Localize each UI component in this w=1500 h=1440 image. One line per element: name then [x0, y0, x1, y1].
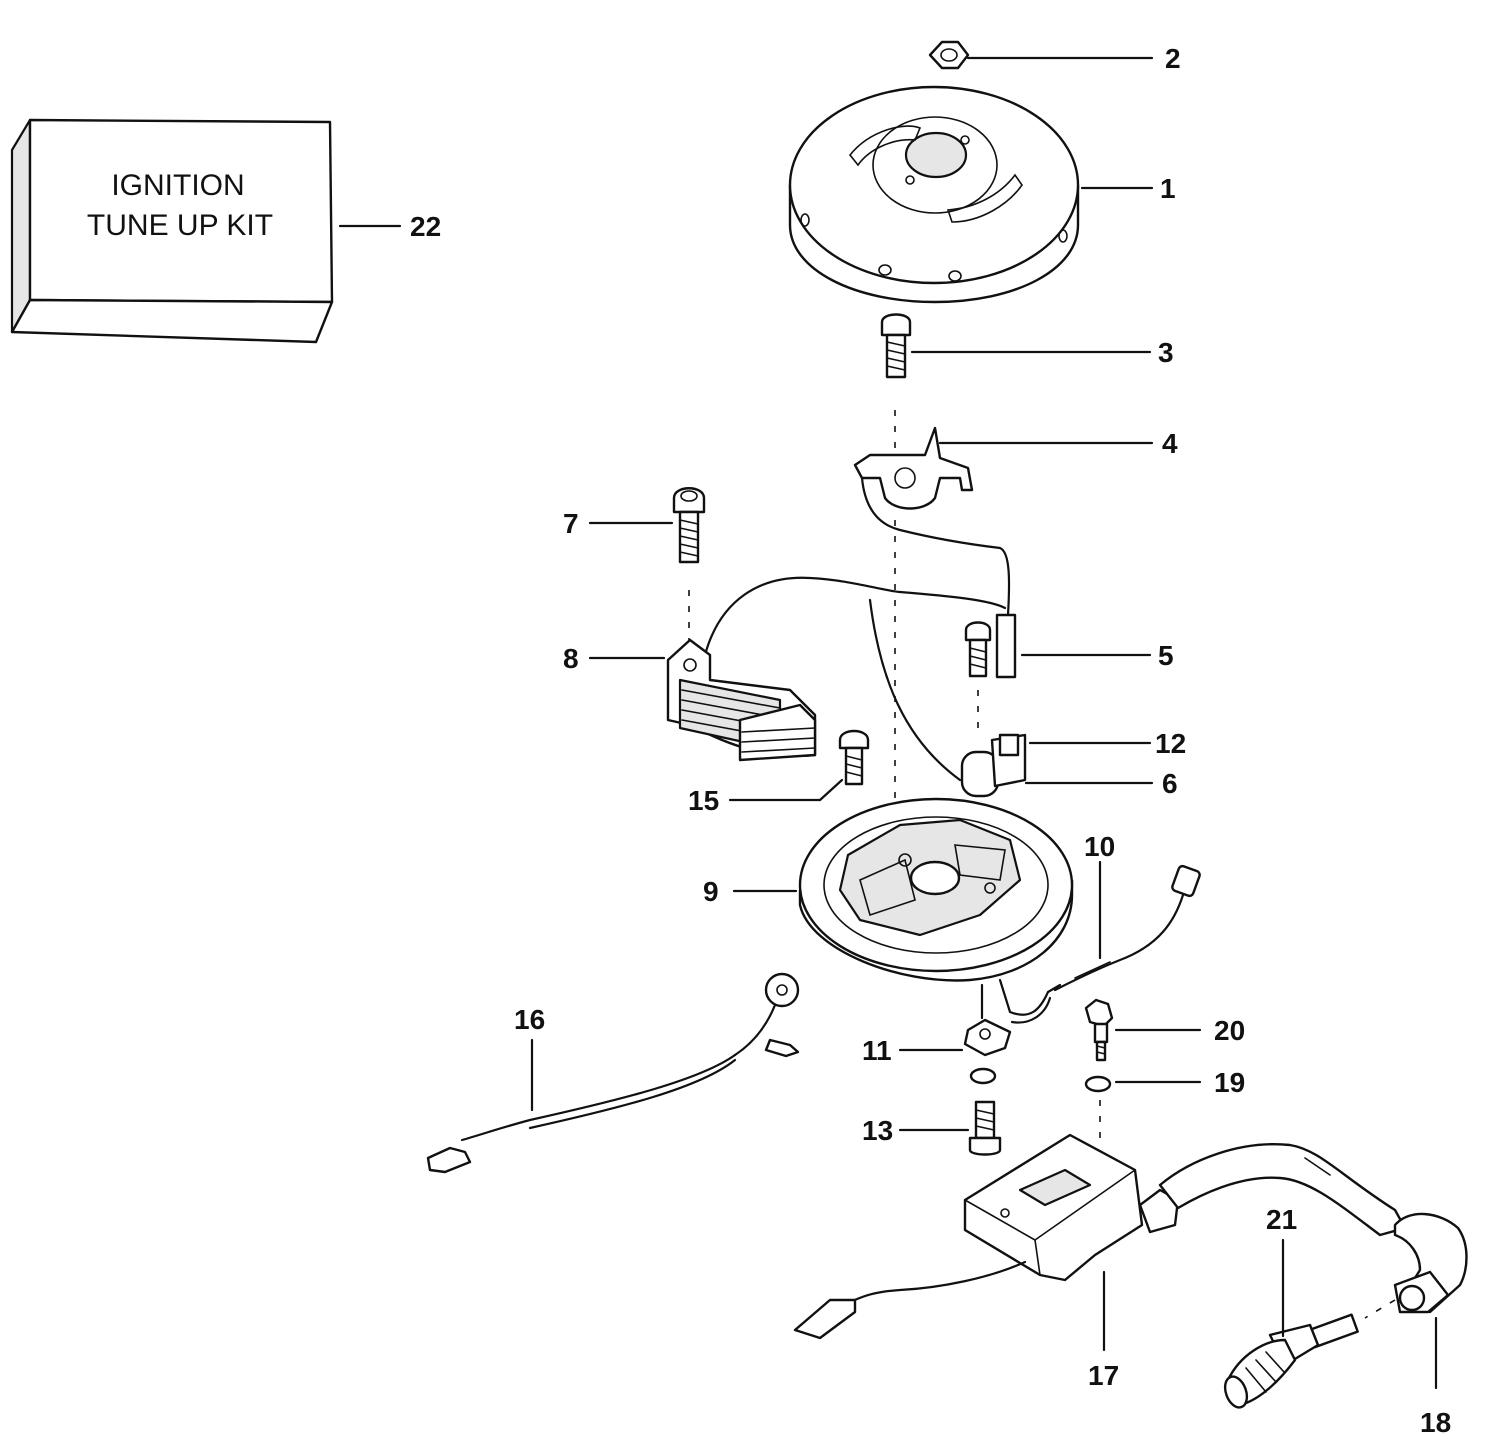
callout-17: 17 [1088, 1360, 1119, 1391]
callout-19: 19 [1214, 1067, 1245, 1098]
spark-plug [1223, 1313, 1359, 1409]
callout-15: 15 [688, 785, 719, 816]
callout-2: 2 [1165, 43, 1181, 74]
callout-13: 13 [862, 1115, 893, 1146]
condenser [868, 598, 1027, 798]
lead-wire [998, 864, 1201, 1024]
kit-label-line1: IGNITION [111, 169, 244, 202]
leader-lines [338, 56, 1438, 1390]
callout-9: 9 [703, 876, 719, 907]
callout-3: 3 [1158, 337, 1174, 368]
callout-5: 5 [1158, 640, 1174, 671]
callout-8: 8 [563, 643, 579, 674]
callout-7: 7 [563, 508, 579, 539]
callout-labels: 1 2 3 4 5 6 7 8 9 10 11 12 13 15 16 17 1… [410, 43, 1451, 1438]
breaker-plate-screw [838, 729, 870, 786]
washer-13 [969, 1067, 997, 1085]
coil-bolt [1084, 998, 1114, 1062]
ignition-tune-up-kit-box: IGNITION TUNE UP KIT [10, 118, 334, 344]
ground-wire [426, 972, 800, 1174]
callout-12: 12 [1155, 728, 1186, 759]
callout-22: 22 [410, 211, 441, 242]
callout-4: 4 [1162, 428, 1178, 459]
wire-clamp [963, 983, 1012, 1057]
breaker-points [853, 426, 1011, 617]
spark-plug-boot [1393, 1212, 1468, 1314]
ignition-coil-armature [666, 576, 1007, 762]
callout-21: 21 [1266, 1204, 1297, 1235]
callout-11: 11 [862, 1035, 892, 1066]
condenser-lead [964, 613, 1017, 679]
clamp-screw [968, 1100, 1002, 1156]
ignition-coil [793, 1133, 1407, 1340]
callout-18: 18 [1420, 1407, 1451, 1438]
kit-label-line2: TUNE UP KIT [87, 209, 273, 242]
callout-20: 20 [1214, 1015, 1245, 1046]
callout-10: 10 [1084, 831, 1115, 862]
nut [928, 40, 970, 70]
callout-1: 1 [1160, 173, 1176, 204]
callout-16: 16 [514, 1004, 545, 1035]
stator-plate [798, 797, 1074, 982]
flywheel-bolt [880, 313, 912, 379]
coil-screw [672, 487, 706, 564]
flywheel [788, 85, 1080, 304]
callout-6: 6 [1162, 768, 1178, 799]
washer-19 [1084, 1075, 1112, 1093]
